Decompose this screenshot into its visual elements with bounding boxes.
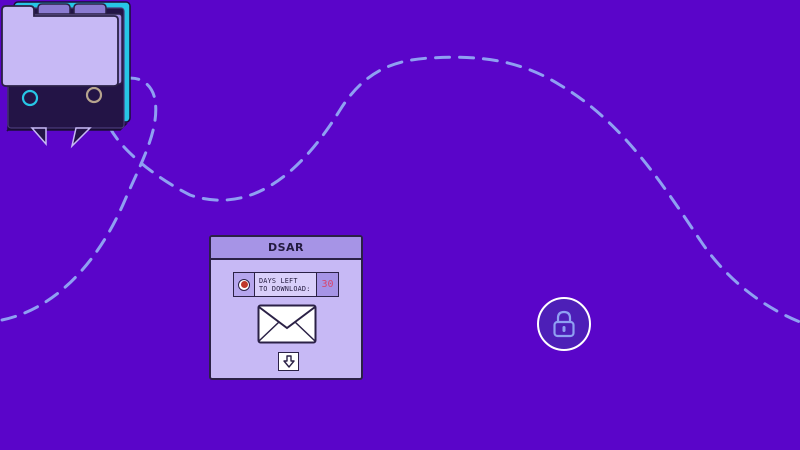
- dsar-window: DSAR DAYS LEFT TO DOWNLOAD: 30: [209, 235, 363, 380]
- record-icon: [238, 278, 250, 291]
- record-button[interactable]: [234, 273, 255, 296]
- folder-icon: [1, 3, 123, 87]
- dsar-title: DSAR: [211, 237, 361, 260]
- padlock-icon: [553, 310, 575, 338]
- envelope-icon[interactable]: [257, 304, 317, 344]
- download-countdown: DAYS LEFT TO DOWNLOAD: 30: [233, 272, 339, 297]
- lock-badge: [537, 297, 591, 351]
- countdown-label: DAYS LEFT TO DOWNLOAD:: [259, 277, 311, 293]
- download-arrow-icon: [282, 355, 295, 368]
- countdown-value: 30: [316, 273, 338, 296]
- download-button[interactable]: [278, 352, 299, 371]
